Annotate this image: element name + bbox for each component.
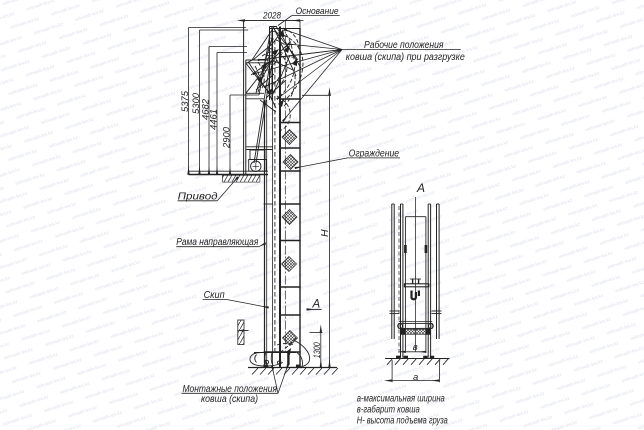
svg-text:а: а: [413, 372, 418, 383]
svg-text:а-максимальная ширина: а-максимальная ширина: [357, 393, 445, 404]
svg-text:Скип: Скип: [204, 290, 225, 301]
svg-text:Ограждение: Ограждение: [349, 148, 400, 159]
svg-text:A: A: [416, 181, 425, 195]
svg-text:A: A: [312, 298, 321, 310]
svg-text:2028: 2028: [262, 11, 281, 21]
svg-text:Монтажные положения: Монтажные положения: [183, 383, 278, 395]
svg-text:ковша (скипа) при разгрузке: ковша (скипа) при разгрузке: [346, 52, 465, 63]
svg-text:Рама направляющая: Рама направляющая: [176, 237, 259, 248]
svg-text:4461: 4461: [209, 109, 219, 130]
svg-text:5300: 5300: [191, 93, 201, 114]
svg-text:4682: 4682: [201, 99, 211, 120]
svg-text:2900: 2900: [221, 127, 231, 149]
svg-text:Н- высота подъема груза: Н- высота подъема груза: [357, 416, 448, 427]
svg-text:1300: 1300: [312, 342, 322, 358]
svg-text:Основание: Основание: [296, 6, 339, 17]
svg-text:Привод: Привод: [178, 190, 218, 202]
svg-text:5375: 5375: [180, 90, 190, 112]
svg-text:в: в: [413, 342, 418, 353]
svg-text:H: H: [319, 229, 331, 237]
svg-text:Рабочие положения: Рабочие положения: [364, 39, 444, 51]
svg-text:ковша (скипа): ковша (скипа): [201, 393, 258, 405]
svg-text:в-габарит ковша: в-габарит ковша: [357, 403, 420, 415]
